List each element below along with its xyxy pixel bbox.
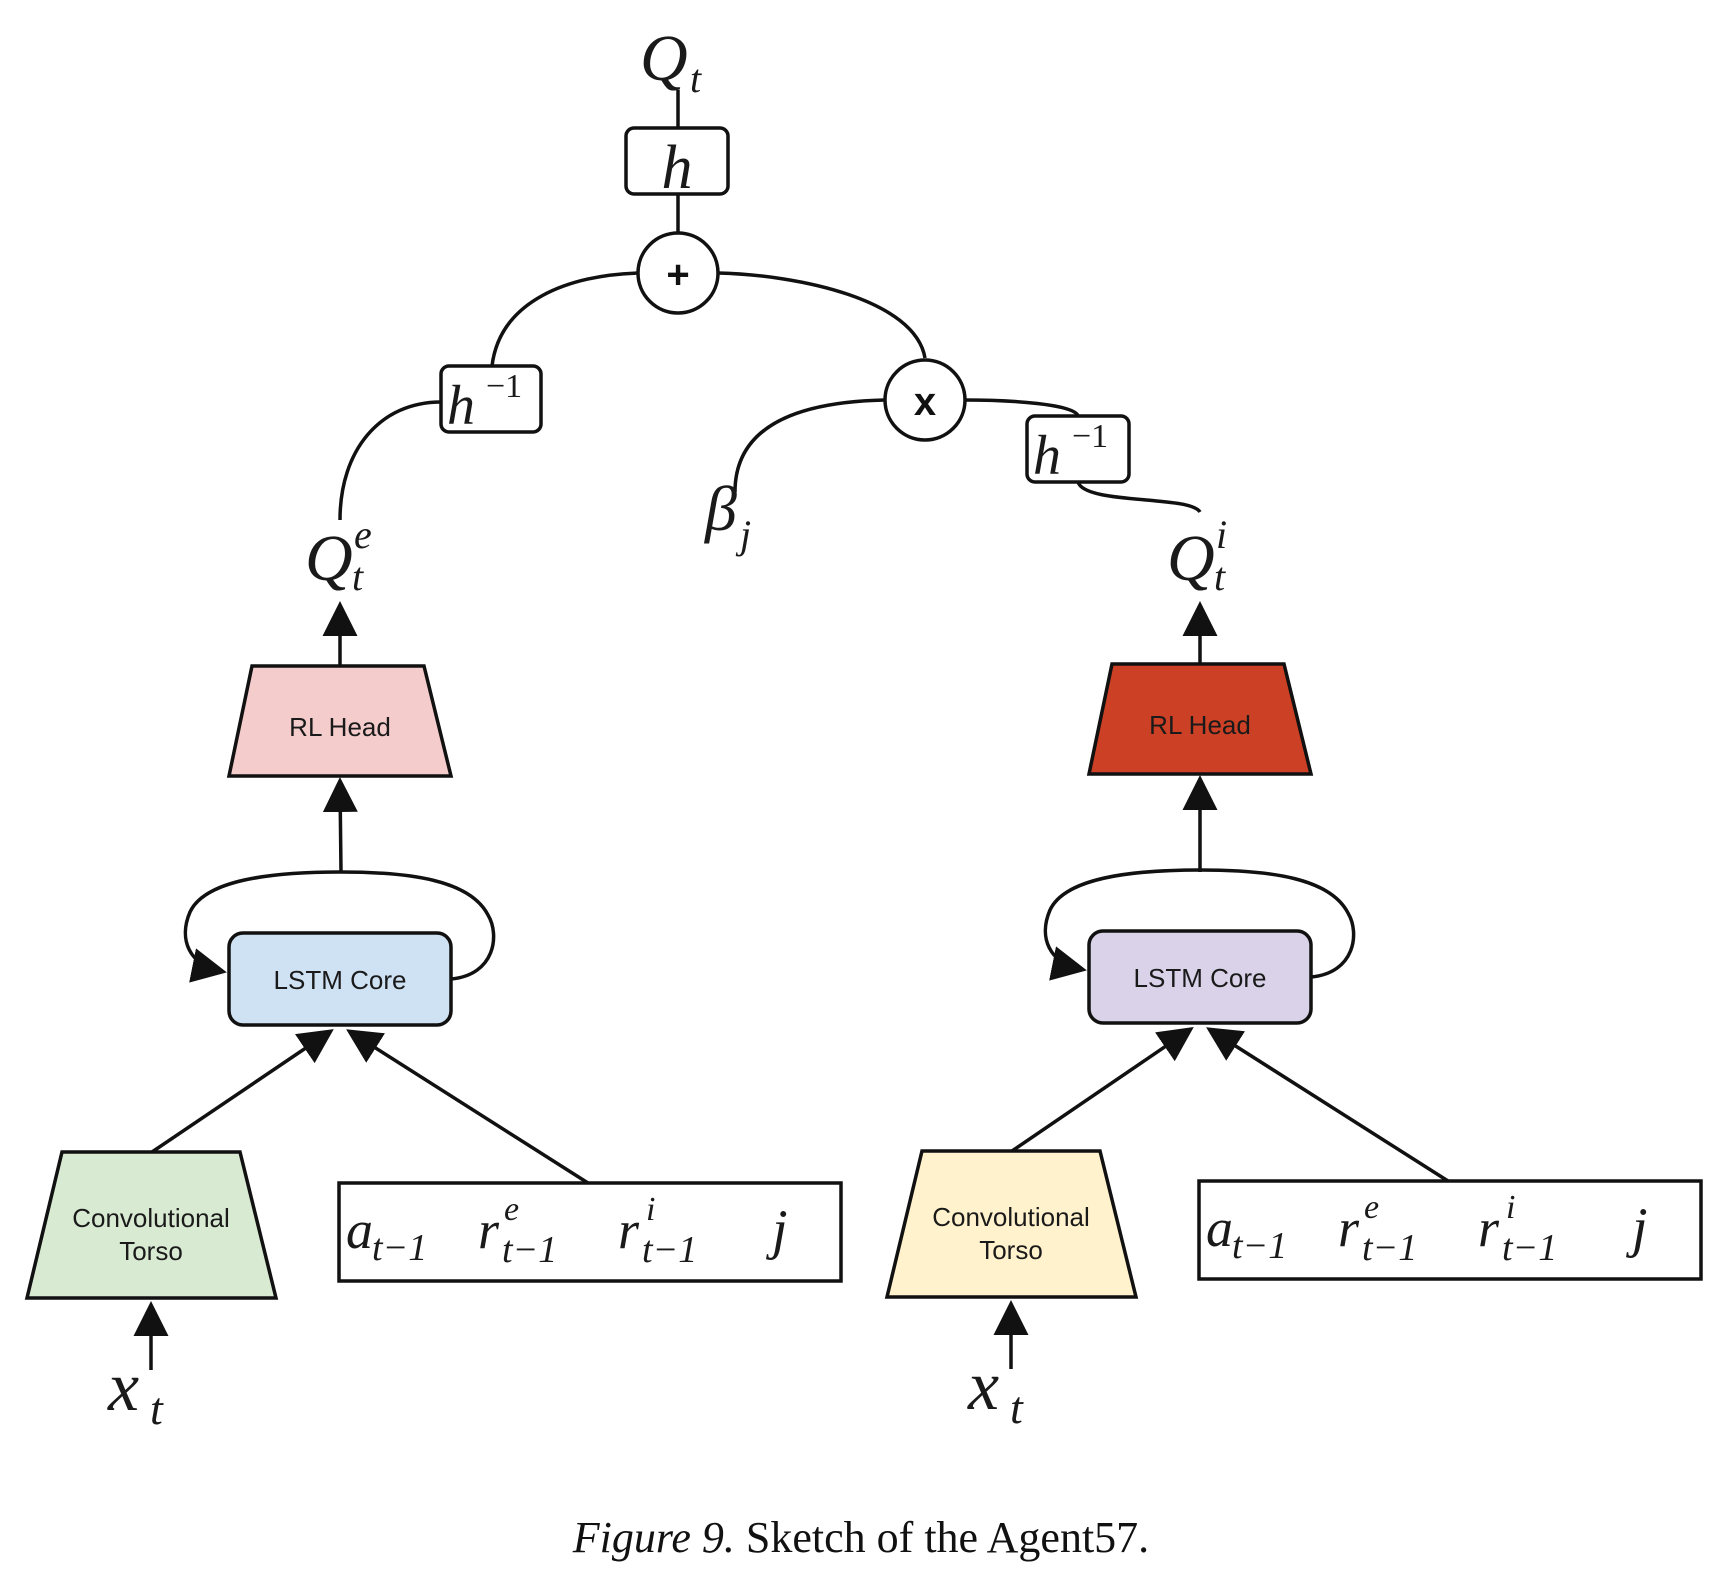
lstm-recurrence-left <box>183 870 496 983</box>
svg-text:t−1: t−1 <box>1362 1227 1417 1269</box>
svg-text:x: x <box>107 1349 139 1426</box>
prev-reward-intrinsic-right: r i t−1 <box>1478 1189 1557 1269</box>
svg-text:Q: Q <box>1167 522 1215 595</box>
lstm-recurrence-right <box>1043 868 1356 981</box>
rl-head-right <box>1086 662 1314 776</box>
rl-head-left <box>226 664 454 778</box>
arrow-lstm-rlhead-left <box>322 777 358 873</box>
svg-text:Q: Q <box>305 522 353 595</box>
svg-text:t: t <box>150 1383 164 1434</box>
svg-text:i: i <box>646 1191 655 1228</box>
h-inverse-label-left: h −1 <box>447 368 522 437</box>
prev-action-right: a t−1 <box>1206 1198 1287 1267</box>
svg-text:t−1: t−1 <box>1502 1227 1557 1269</box>
conv-torso-left-label-line2: Torso <box>119 1236 183 1266</box>
svg-text:x: x <box>967 1348 999 1425</box>
lstm-core-left <box>227 931 453 1027</box>
wire-times-hinv <box>964 398 1080 417</box>
lstm-core-right-label: LSTM Core <box>1134 963 1267 993</box>
prev-reward-extrinsic-left: r e t−1 <box>478 1191 557 1271</box>
arrow-torso-lstm-right <box>1011 1027 1194 1153</box>
lstm-core-right <box>1087 929 1313 1025</box>
figure-caption: Figure 9. Sketch of the Agent57. <box>0 1512 1722 1563</box>
svg-text:β: β <box>703 473 737 544</box>
svg-text:e: e <box>354 512 372 557</box>
svg-text:−1: −1 <box>486 368 522 405</box>
svg-text:i: i <box>1216 512 1227 557</box>
h-label: h <box>662 134 693 202</box>
figure-number: Figure 9. <box>572 1513 735 1562</box>
wire-hinv-qe <box>338 400 442 521</box>
prev-inputs-box-left <box>337 1181 843 1283</box>
h-inverse-label-right: h −1 <box>1033 418 1108 487</box>
mixture-index-left: j <box>766 1199 788 1261</box>
arrow-torso-lstm-left <box>151 1029 334 1154</box>
svg-text:i: i <box>1506 1189 1515 1226</box>
wire-times-beta <box>733 398 886 493</box>
svg-text:h: h <box>447 375 475 437</box>
svg-text:t: t <box>1010 1382 1024 1433</box>
wire-hinv-qi <box>1076 481 1202 514</box>
wire-plus-times <box>717 271 927 359</box>
rl-head-right-label: RL Head <box>1149 710 1251 740</box>
svg-text:t: t <box>352 554 364 599</box>
mixture-index-right: j <box>1626 1197 1648 1259</box>
prev-reward-extrinsic-right: r e t−1 <box>1338 1189 1417 1269</box>
beta-label: β j <box>703 473 751 557</box>
svg-text:t: t <box>690 56 702 101</box>
wire-plus-left <box>490 271 639 367</box>
conv-torso-left-label-line1: Convolutional <box>72 1203 230 1233</box>
svg-text:t−1: t−1 <box>1232 1225 1287 1267</box>
svg-text:j: j <box>735 512 751 557</box>
svg-text:r: r <box>1338 1198 1360 1258</box>
caption-text: Sketch of the Agent57. <box>745 1513 1150 1562</box>
svg-text:r: r <box>478 1200 500 1260</box>
conv-torso-right <box>884 1149 1139 1299</box>
x-input-right: x t <box>967 1348 1024 1433</box>
svg-text:t−1: t−1 <box>502 1229 557 1271</box>
svg-text:−1: −1 <box>1072 418 1108 455</box>
svg-text:e: e <box>504 1191 519 1228</box>
rl-head-left-label: RL Head <box>289 712 391 742</box>
arrow-inputs-lstm-right <box>1206 1027 1449 1183</box>
h-inverse-box-left <box>439 364 543 434</box>
arrow-inputs-lstm-left <box>346 1029 589 1185</box>
conv-torso-right-label-line1: Convolutional <box>932 1202 1090 1232</box>
svg-text:t: t <box>1214 554 1226 599</box>
svg-text:a: a <box>346 1200 373 1260</box>
svg-text:t−1: t−1 <box>372 1227 427 1269</box>
q-total-label: Q t <box>640 22 702 101</box>
svg-text:r: r <box>618 1200 640 1260</box>
conv-torso-right-label-line2: Torso <box>979 1235 1043 1265</box>
prev-reward-intrinsic-left: r i t−1 <box>618 1191 697 1271</box>
svg-text:Q: Q <box>640 22 688 95</box>
svg-text:t−1: t−1 <box>642 1229 697 1271</box>
q-intrinsic-label: Q i t <box>1167 512 1227 599</box>
times-icon: x <box>914 380 936 424</box>
prev-inputs-box-right <box>1197 1179 1703 1281</box>
svg-text:e: e <box>1364 1189 1379 1226</box>
plus-icon: + <box>666 253 689 297</box>
svg-text:r: r <box>1478 1198 1500 1258</box>
x-input-left: x t <box>107 1349 164 1434</box>
q-extrinsic-label: Q e t <box>305 512 372 599</box>
prev-action-left: a t−1 <box>346 1200 427 1269</box>
lstm-core-left-label: LSTM Core <box>274 965 407 995</box>
svg-text:h: h <box>1033 425 1061 487</box>
conv-torso-left <box>24 1150 279 1300</box>
svg-text:a: a <box>1206 1198 1233 1258</box>
